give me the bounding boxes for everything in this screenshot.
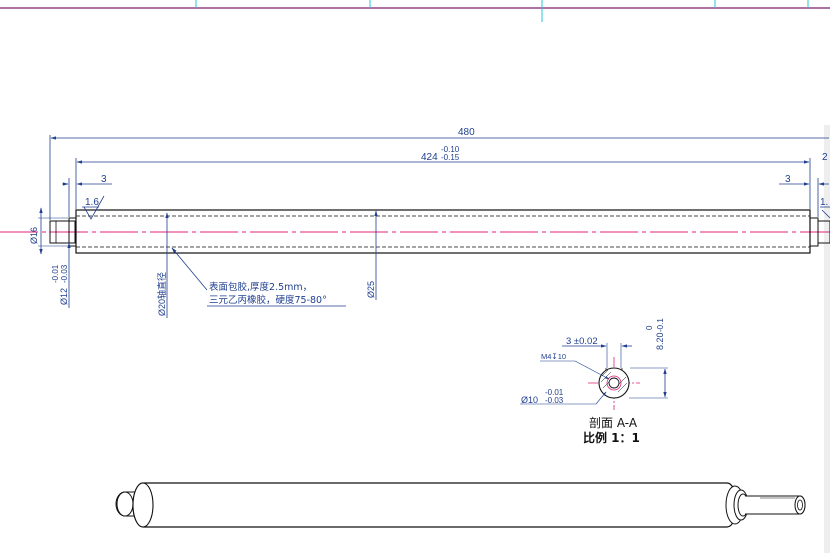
section-circle bbox=[598, 367, 630, 399]
drawing-frame-top bbox=[0, 0, 830, 22]
thread-depth: 10 bbox=[558, 352, 566, 361]
coating-note-line1: 表面包胶,厚度2.5mm， bbox=[209, 281, 312, 293]
thread-size: M4 bbox=[541, 352, 551, 361]
dia12-tol-lower: -0.03 bbox=[60, 264, 69, 283]
section-title: 剖面 A-A bbox=[589, 416, 638, 430]
dimension-3-left: 3 bbox=[62, 174, 112, 217]
section-scale: 比例 1：1 bbox=[583, 430, 640, 445]
dimension-480: 480 bbox=[49, 127, 829, 220]
depth-tol-upper: 0 bbox=[645, 325, 654, 330]
thread-hole-inner bbox=[608, 377, 620, 389]
dia20-label: Ø20轴直径 bbox=[156, 272, 167, 316]
roughness-left-label: 1.6 bbox=[85, 197, 99, 208]
overall-length-label: 480 bbox=[458, 127, 475, 138]
roughness-symbol-left: 1.6 bbox=[82, 195, 105, 220]
coating-note-line2: 三元乙丙橡胶，硬度75-80° bbox=[209, 294, 327, 306]
coating-note: 表面包胶,厚度2.5mm， 三元乙丙橡胶，硬度75-80° bbox=[171, 247, 346, 307]
right-partial-dim: 2 bbox=[822, 152, 828, 163]
dimension-424: -0.10 424 -0.15 2 bbox=[75, 145, 828, 209]
thread-label: M4↧10 bbox=[541, 352, 566, 361]
depth-tol-lower: -0.1 bbox=[656, 318, 665, 332]
depth-symbol: ↧ bbox=[551, 352, 557, 361]
roughness-symbol-right: 1. bbox=[820, 197, 830, 219]
roller-length-label: 424 bbox=[421, 152, 438, 163]
step-right-label: 3 bbox=[785, 174, 791, 185]
step-left-label: 3 bbox=[101, 174, 107, 185]
dimension-dia12: -0.01 Ø12 -0.03 bbox=[51, 242, 71, 308]
section-dia-tol-lower: -0.03 bbox=[545, 396, 564, 405]
dimension-dia20: Ø20轴直径 bbox=[156, 212, 169, 318]
section-aa: 3 ±0.02 M4↧10 0 8.20 -0.1 -0.01 Ø10 -0.0… bbox=[520, 318, 668, 445]
dimension-dia25: Ø25 bbox=[366, 210, 378, 300]
section-dia-label: Ø10 bbox=[521, 395, 538, 405]
key-width-label: 3 ±0.02 bbox=[566, 336, 598, 347]
dimension-dia16: Ø16 bbox=[29, 207, 68, 255]
depth-value: 8.20 bbox=[655, 332, 665, 350]
shaft-front-view bbox=[0, 209, 830, 254]
dia25-label: Ø25 bbox=[366, 281, 376, 298]
section-dia-tol-upper: -0.01 bbox=[545, 388, 564, 397]
dia20-note: 轴直径 bbox=[156, 272, 167, 299]
isometric-view bbox=[115, 482, 806, 528]
roughness-right-label: 1. bbox=[820, 197, 828, 208]
dia12-tol-upper: -0.01 bbox=[51, 264, 60, 283]
left-journal bbox=[49, 220, 76, 244]
thread-hole-outer bbox=[606, 375, 622, 391]
roller-length-tol-lower: -0.15 bbox=[441, 153, 460, 162]
dia12-label: Ø12 bbox=[59, 288, 69, 305]
roller-length-tol-upper: -0.10 bbox=[441, 145, 460, 154]
dia20-value: Ø20 bbox=[157, 299, 167, 316]
side-panel-edge bbox=[824, 125, 830, 553]
dimension-3-right: 3 bbox=[779, 174, 829, 217]
dia16-label: Ø16 bbox=[29, 227, 39, 244]
